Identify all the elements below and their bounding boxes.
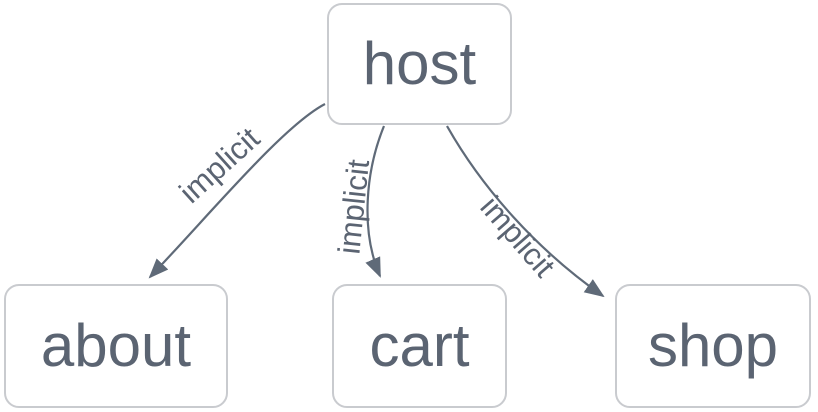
node-about: about xyxy=(4,284,228,408)
node-shop: shop xyxy=(615,284,811,408)
node-label-cart: cart xyxy=(369,312,470,379)
edge-host-shop xyxy=(446,125,605,298)
node-cart: cart xyxy=(332,284,507,408)
node-label-about: about xyxy=(40,312,192,379)
edge-host-cart xyxy=(365,125,386,278)
edge-label-host-shop: implicit xyxy=(473,189,562,284)
node-host: host xyxy=(327,3,512,125)
node-label-shop: shop xyxy=(647,312,779,379)
node-label-host: host xyxy=(362,30,477,97)
edge-host-about xyxy=(148,103,326,279)
